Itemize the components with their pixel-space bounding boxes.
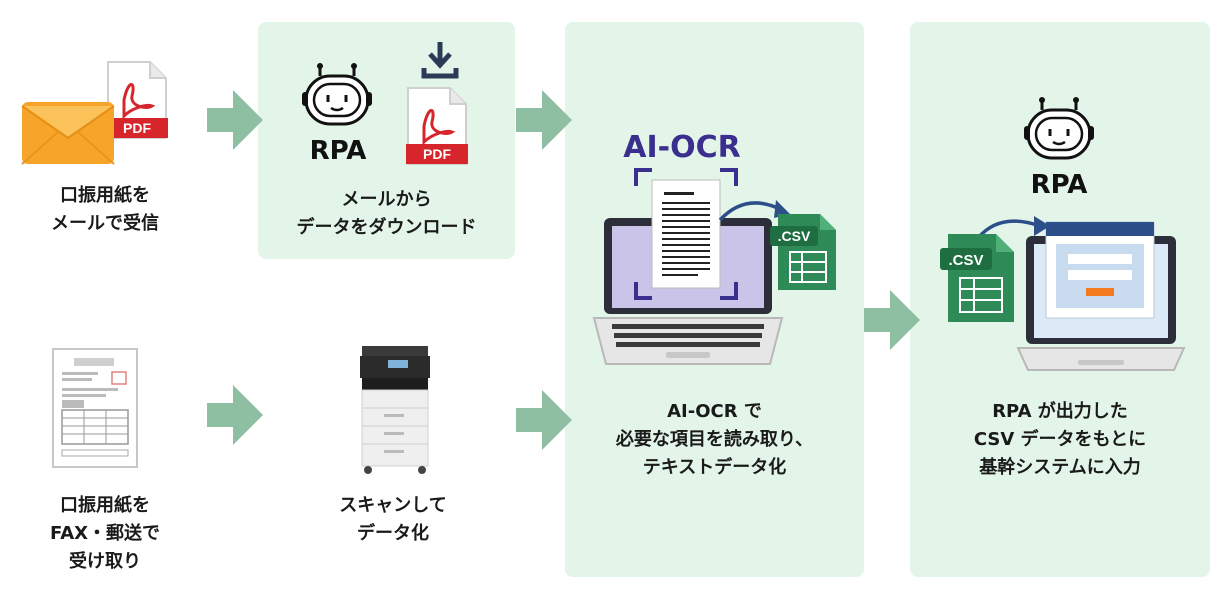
step-caption-rpa-input: RPA が出力した CSV データをもとに 基幹システムに入力 <box>973 401 1147 478</box>
csv-file-icon: .CSV <box>940 234 1014 322</box>
step-caption-rpa-download: メールから データをダウンロード <box>296 189 477 238</box>
ai-ocr-title: AI-OCR <box>623 130 741 165</box>
pdf-file-icon: PDF <box>406 87 468 165</box>
step-caption-fax: 口振用紙を FAX・郵送で 受け取り <box>49 495 161 572</box>
document-scan-icon <box>634 168 738 300</box>
robot-icon <box>1024 97 1094 160</box>
rpa-logo-text: RPA <box>309 136 367 166</box>
flow-arrow-icon <box>207 385 263 445</box>
step-caption-ai-ocr: AI-OCR で 必要な項目を読み取り、 テキストデータ化 <box>615 401 814 478</box>
download-icon <box>421 42 459 79</box>
robot-icon <box>302 63 372 126</box>
flow-arrow-icon <box>207 90 263 150</box>
copier-icon <box>360 346 430 474</box>
rpa-logo-text: RPA <box>1030 170 1088 200</box>
ocr-to-csv-arrow-icon <box>718 200 790 222</box>
envelope-icon <box>21 102 115 165</box>
csv-to-system-arrow-icon <box>976 216 1050 240</box>
laptop-icon <box>1016 221 1186 371</box>
csv-file-icon: .CSV <box>770 214 836 290</box>
panel-rpa-download <box>258 22 515 259</box>
step-caption-email: 口振用紙を メールで受信 <box>51 185 159 234</box>
paper-form-icon <box>52 348 138 468</box>
svg-text:PDF: PDF <box>123 120 151 136</box>
svg-text:PDF: PDF <box>423 146 451 162</box>
svg-text:.CSV: .CSV <box>778 228 811 244</box>
flow-arrow-icon <box>516 90 572 150</box>
pdf-file-icon: PDF <box>106 61 168 139</box>
flow-arrow-icon <box>864 290 920 350</box>
svg-text:.CSV: .CSV <box>948 252 983 269</box>
step-caption-scan: スキャンして データ化 <box>339 495 447 544</box>
flow-arrow-icon <box>516 390 572 450</box>
